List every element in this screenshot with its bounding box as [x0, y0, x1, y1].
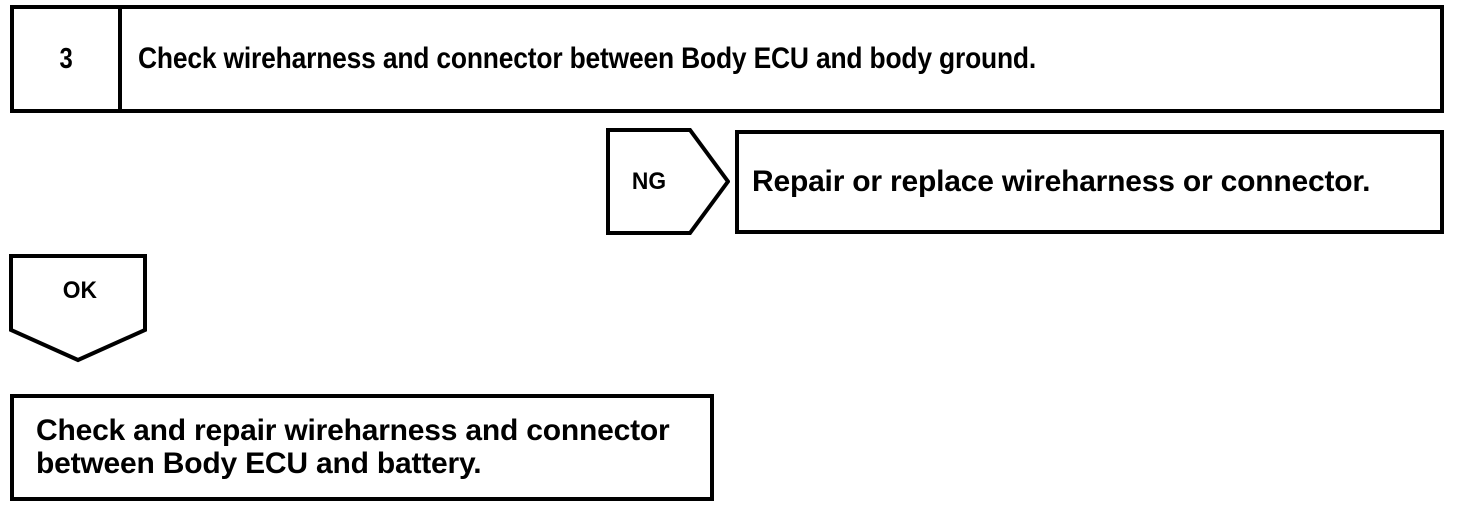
- ok-action-text: Check and repair wireharness and connect…: [36, 413, 670, 480]
- step-instruction-cell: Check wireharness and connector between …: [138, 9, 1434, 109]
- ok-action-box: Check and repair wireharness and connect…: [10, 394, 714, 501]
- step-instruction-text: Check wireharness and connector between …: [138, 41, 1037, 75]
- step-row: 3 Check wireharness and connector betwee…: [10, 5, 1444, 113]
- step-number-cell: 3: [14, 9, 122, 109]
- ng-action-text-wrap: Repair or replace wireharness or connect…: [739, 164, 1371, 198]
- pentagon-right-icon: [606, 128, 730, 235]
- ok-branch-label: OK: [62, 277, 97, 304]
- ok-branch-marker: OK: [8, 253, 148, 363]
- ng-action-text: Repair or replace wireharness or connect…: [752, 164, 1371, 198]
- ng-action-box: Repair or replace wireharness or connect…: [735, 130, 1444, 234]
- ng-branch-label: NG: [631, 167, 667, 195]
- pentagon-down-icon: [9, 254, 147, 363]
- step-number: 3: [59, 42, 73, 75]
- ng-branch-marker: NG: [606, 128, 730, 235]
- ok-action-text-wrap: Check and repair wireharness and connect…: [14, 413, 670, 482]
